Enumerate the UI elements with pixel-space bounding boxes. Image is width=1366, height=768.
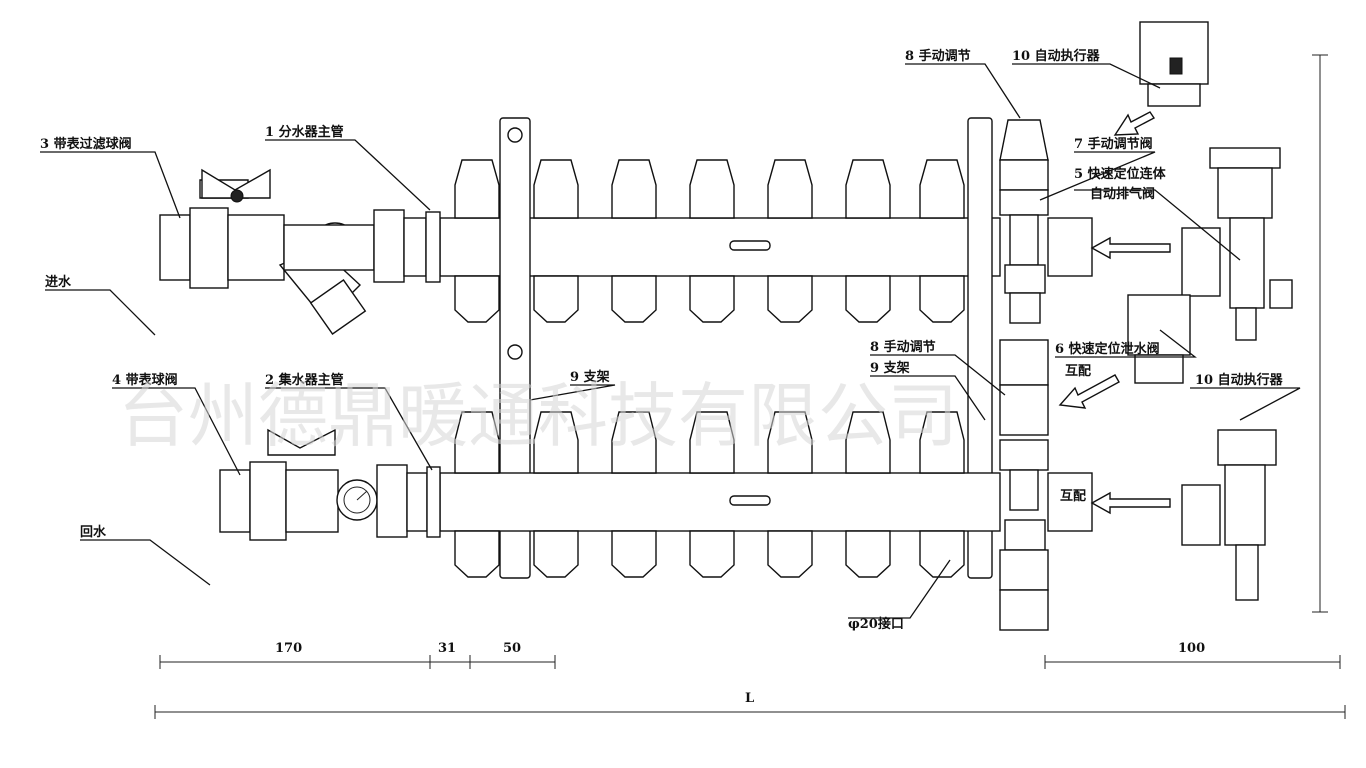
- label-actuator-bottom: 10 自动执行器: [1195, 372, 1284, 388]
- upper-valves-top: [454, 159, 965, 219]
- right-components: [1127, 21, 1293, 601]
- leader-lines: [40, 63, 1301, 619]
- dim-total: L: [745, 691, 754, 706]
- label-actuator-top: 10 自动执行器: [1012, 48, 1101, 64]
- label-bracket-mid: 9 支架: [570, 369, 610, 385]
- supply-manifold: [159, 117, 1001, 579]
- label-manual-valve: 7 手动调节阀: [1074, 136, 1153, 152]
- dim-50: 50: [503, 641, 521, 656]
- dim-31: 31: [438, 641, 456, 656]
- watermark-text: 台州德鼎暖通科技有限公司: [118, 375, 958, 457]
- label-manual-adjust-top: 8 手动调节: [905, 48, 971, 64]
- label-port: φ20接口: [848, 616, 904, 632]
- label-ball-valve-filter: 3 带表过滤球阀: [40, 136, 132, 152]
- dim-100: 100: [1178, 641, 1205, 656]
- label-drain-valve: 6 快速定位泄水阀: [1055, 341, 1160, 357]
- dim-170: 170: [275, 641, 302, 656]
- label-return: 回水: [80, 524, 107, 540]
- upper-valves-bottom: [454, 275, 965, 323]
- return-manifold: [219, 411, 1001, 578]
- labels: 3 带表过滤球阀 1 分水器主管 8 手动调节 10 自动执行器 7 手动调节阀…: [40, 48, 1284, 632]
- label-manual-adjust-bottom: 8 手动调节: [870, 339, 936, 355]
- label-return-main-pipe: 2 集水器主管: [265, 372, 344, 388]
- label-supply-main-pipe: 1 分水器主管: [265, 124, 344, 140]
- label-quick-connect-1: 5 快速定位连体: [1074, 166, 1167, 182]
- arrows: [1058, 111, 1171, 515]
- label-bracket-right: 9 支架: [870, 360, 910, 376]
- dimension-lines: [154, 54, 1346, 719]
- lower-valves-top: [454, 411, 965, 474]
- dimension-labels: 170 31 50 100 L: [275, 641, 1205, 706]
- lower-valves-bottom: [454, 530, 965, 578]
- label-mutual-2: 互配: [1060, 489, 1086, 504]
- label-return-ball-valve: 4 带表球阀: [112, 372, 178, 388]
- label-quick-connect-2: 自动排气阀: [1090, 186, 1155, 202]
- label-mutual: 互配: [1065, 364, 1091, 379]
- right-valve-stack: [999, 119, 1093, 631]
- label-inlet: 进水: [45, 274, 72, 290]
